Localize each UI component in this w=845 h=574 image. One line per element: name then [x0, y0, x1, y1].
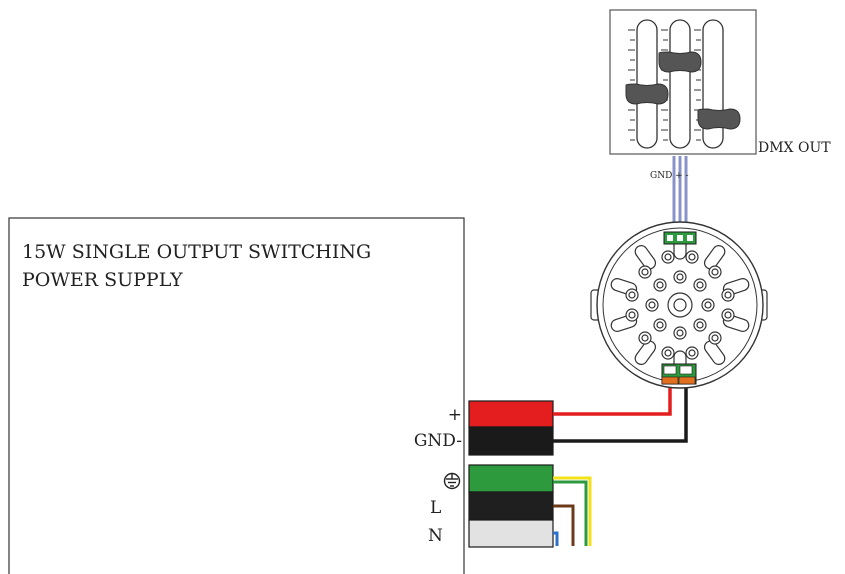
fader-knob-3 [697, 108, 741, 130]
dmx-bus-label: GND + - [650, 171, 689, 181]
power-input-connector [661, 363, 697, 385]
earth-ground-icon [443, 472, 461, 490]
terminal-label-line: L [430, 498, 441, 518]
fader-knob-2 [658, 51, 702, 73]
controller-holes [625, 250, 735, 360]
power-supply: 15W SINGLE OUTPUT SWITCHING POWER SUPPLY… [8, 217, 554, 574]
dmx-controller [590, 221, 768, 389]
fader-track-1 [636, 19, 658, 149]
terminal-gnd [468, 426, 554, 456]
terminal-label-plus: + [448, 405, 462, 425]
power-supply-title-line1: 15W SINGLE OUTPUT SWITCHING [22, 241, 371, 263]
terminal-label-gnd: GND- [414, 431, 462, 451]
line-wire [553, 504, 575, 546]
ac-wires [553, 476, 592, 546]
positive-wire [553, 384, 672, 416]
negative-wire [553, 384, 688, 443]
power-supply-enclosure [8, 217, 465, 574]
controller-slots [610, 232, 750, 378]
terminal-plus [468, 400, 554, 428]
terminal-neutral [468, 519, 554, 548]
earth-wire-yellow [553, 476, 592, 546]
dmx-console: DMX OUT [609, 9, 831, 156]
fader-track-2 [669, 19, 691, 149]
fader-knob-1 [625, 83, 669, 105]
neutral-wire [553, 531, 559, 546]
dmx-input-connector [663, 231, 697, 245]
terminal-line [468, 491, 554, 521]
dmx-out-label: DMX OUT [758, 140, 831, 156]
terminal-label-neutral: N [428, 526, 443, 546]
dc-wires [553, 384, 688, 443]
power-supply-title-line2: POWER SUPPLY [22, 269, 183, 291]
earth-wire-green [553, 480, 588, 546]
terminal-earth [468, 464, 554, 493]
